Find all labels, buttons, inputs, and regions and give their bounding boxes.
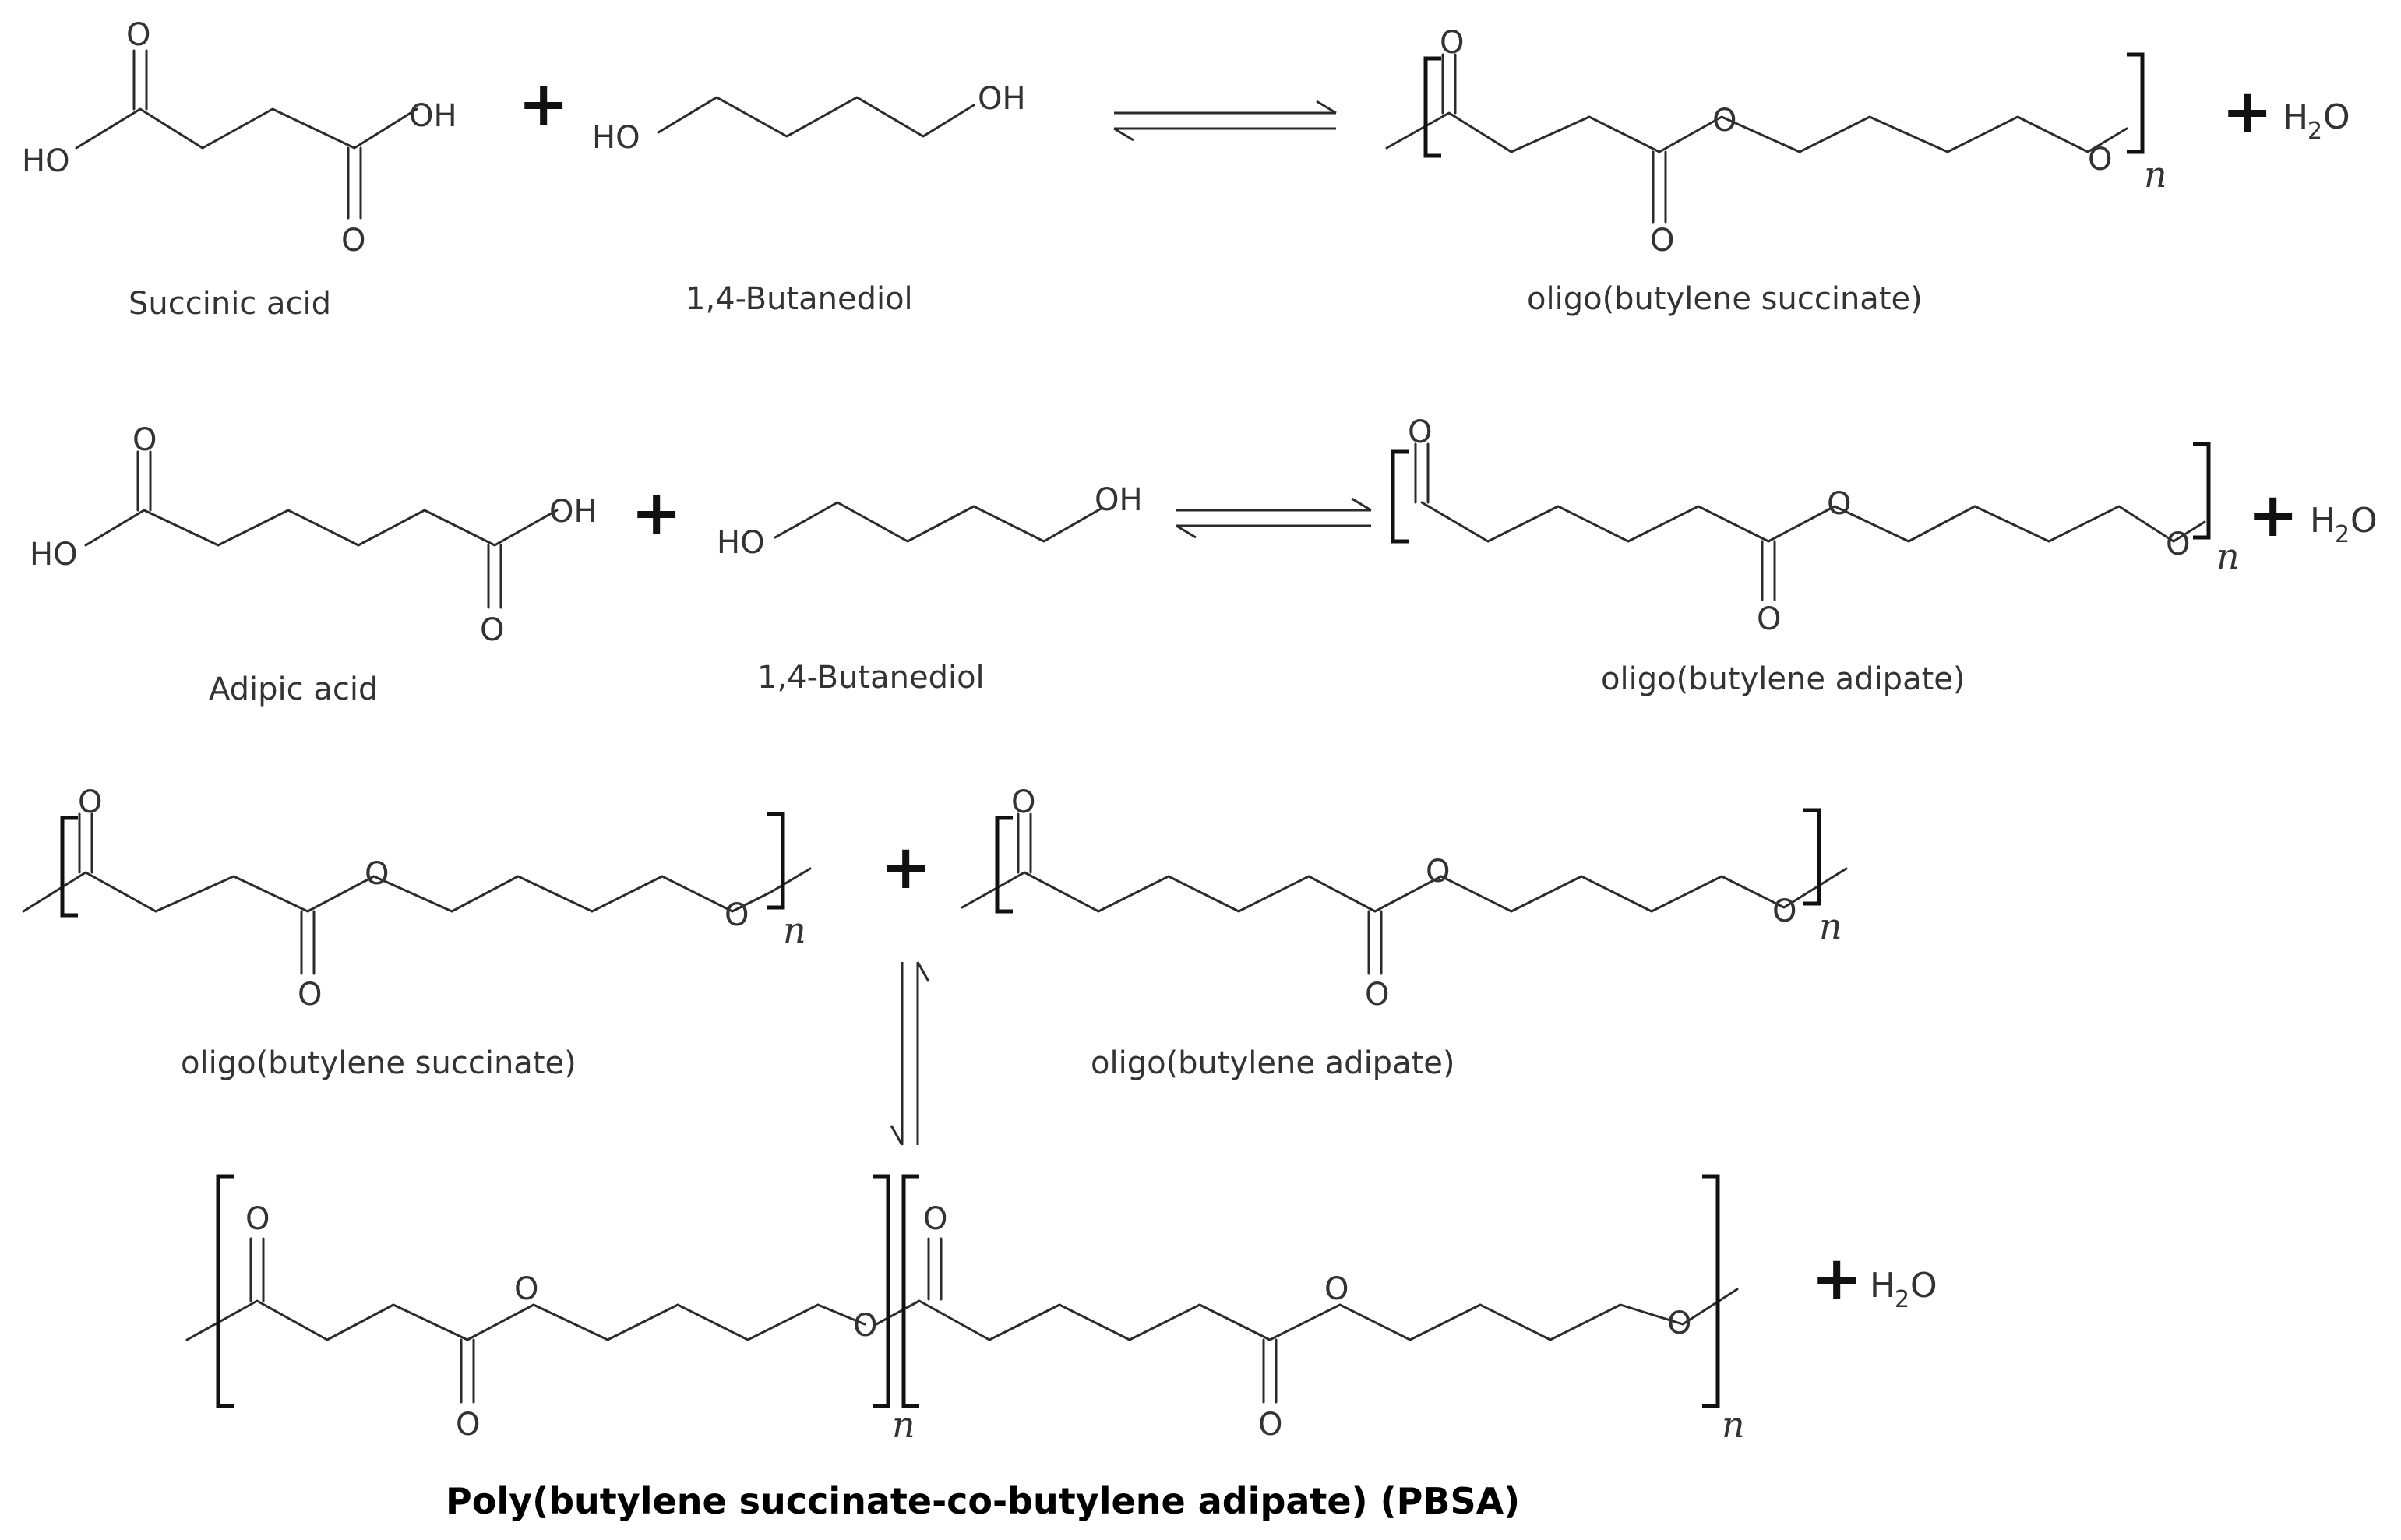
oligo-succinate-o-end: O [2088, 142, 2112, 178]
adipic-oh-label: OH [549, 494, 598, 530]
succinic-acid-structure: HO O OH O [22, 17, 457, 259]
butanediol-oh-label-2: OH [1095, 482, 1143, 518]
butanediol-ho-label-2: HO [717, 525, 765, 561]
water-3: H 2 O [1870, 1266, 1937, 1313]
oligo-adipate-2-o-bottom: O [1365, 977, 1389, 1013]
succinic-oh-label: OH [409, 98, 457, 134]
water-h-2: H [2310, 501, 2336, 541]
butanediol-label-2: 1,4-Butanediol [757, 660, 985, 696]
oligo-adipate-2-o-ester: O [1426, 854, 1450, 890]
butanediol-label-1: 1,4-Butanediol [686, 281, 913, 317]
adipic-acid-label: Adipic acid [209, 671, 378, 707]
plus-sign-4: + [2248, 481, 2298, 551]
repeat-n-1: n [2144, 153, 2167, 196]
butanediol-structure-2: HO OH [717, 482, 1143, 561]
repeat-n-6: n [1722, 1404, 1745, 1446]
oligo-adipate-structure-2: O O O O n [961, 784, 1848, 1013]
pbsa-o-bottom-1: O [456, 1407, 480, 1443]
succinic-ho-label: HO [22, 143, 70, 179]
water-sub-1: 2 [2308, 118, 2322, 145]
adipic-o-bottom: O [480, 612, 504, 648]
repeat-n-3: n [783, 909, 806, 951]
water-h-1: H [2283, 97, 2308, 137]
repeat-n-5: n [892, 1404, 915, 1446]
water-sub-2: 2 [2335, 521, 2350, 548]
oligo-succinate-2-o-bottom: O [298, 977, 322, 1013]
repeat-n-2: n [2216, 535, 2240, 577]
pbsa-o-ester-1: O [514, 1271, 538, 1307]
plus-sign-5: + [880, 833, 931, 903]
oligo-succinate-label-1: oligo(butylene succinate) [1527, 281, 1923, 317]
oligo-adipate-2-o-top: O [1011, 784, 1035, 820]
adipic-ho-label: HO [30, 537, 78, 573]
oligo-succinate-label-2: oligo(butylene succinate) [181, 1045, 576, 1081]
water-sub-3: 2 [1895, 1286, 1909, 1313]
butanediol-ho-label: HO [592, 120, 640, 156]
oligo-adipate-o-ester: O [1827, 486, 1851, 522]
oligo-succinate-structure-2: O O O O n [22, 784, 812, 1013]
water-1: H 2 O [2283, 97, 2350, 145]
repeat-n-4: n [1819, 905, 1842, 947]
oligo-adipate-2-o-end: O [1772, 893, 1796, 929]
oligo-adipate-label-1: oligo(butylene adipate) [1601, 661, 1965, 697]
plus-sign-1: + [518, 69, 569, 139]
equilibrium-arrow-2 [1176, 497, 1372, 539]
oligo-succinate-structure-1: O O O O n [1385, 25, 2167, 259]
plus-sign-2: + [2222, 77, 2272, 147]
pbsa-structure: O O O O O O O O n n [185, 1174, 1745, 1446]
succinic-o-top: O [126, 17, 150, 53]
butanediol-structure-1: HO OH [592, 81, 1026, 156]
equilibrium-arrow-1 [1113, 100, 1337, 142]
pbsa-product-label: Poly(butylene succinate-co-butylene adip… [446, 1480, 1520, 1522]
succinic-acid-label: Succinic acid [129, 286, 331, 322]
oligo-succinate-o-carbonyl-top: O [1440, 25, 1464, 61]
oligo-succinate-2-o-end: O [725, 897, 749, 933]
oligo-adipate-o-carbonyl-bottom: O [1757, 601, 1781, 637]
water-o-2: O [2350, 501, 2378, 541]
equilibrium-arrow-vertical [890, 961, 930, 1146]
plus-sign-6: + [1811, 1244, 1862, 1314]
butanediol-oh-label: OH [978, 81, 1026, 117]
oligo-succinate-o-carbonyl-bottom: O [1650, 223, 1674, 259]
adipic-acid-structure: HO O OH O [30, 422, 598, 648]
pbsa-o-link: O [853, 1308, 877, 1344]
succinic-o-bottom: O [341, 223, 365, 259]
pbsa-o-bottom-2: O [1258, 1407, 1282, 1443]
oligo-adipate-o-end: O [2166, 527, 2190, 562]
adipic-o-top: O [132, 422, 157, 458]
oligo-succinate-o-ester: O [1712, 103, 1736, 139]
water-o-1: O [2323, 97, 2350, 137]
oligo-adipate-o-carbonyl-top: O [1408, 414, 1432, 450]
oligo-adipate-structure-1: O O O O n [1391, 414, 2240, 637]
plus-sign-3: + [631, 478, 682, 548]
water-h-3: H [1870, 1266, 1895, 1306]
water-2: H 2 O [2310, 501, 2378, 548]
pbsa-o-top-2: O [923, 1201, 947, 1237]
pbsa-o-end: O [1667, 1306, 1691, 1341]
pbsa-o-ester-2: O [1324, 1271, 1349, 1307]
oligo-adipate-label-2: oligo(butylene adipate) [1091, 1045, 1454, 1081]
water-o-3: O [1910, 1266, 1937, 1306]
pbsa-o-top-1: O [245, 1201, 270, 1237]
oligo-succinate-2-o-ester: O [365, 856, 389, 892]
oligo-succinate-2-o-top: O [78, 784, 102, 820]
